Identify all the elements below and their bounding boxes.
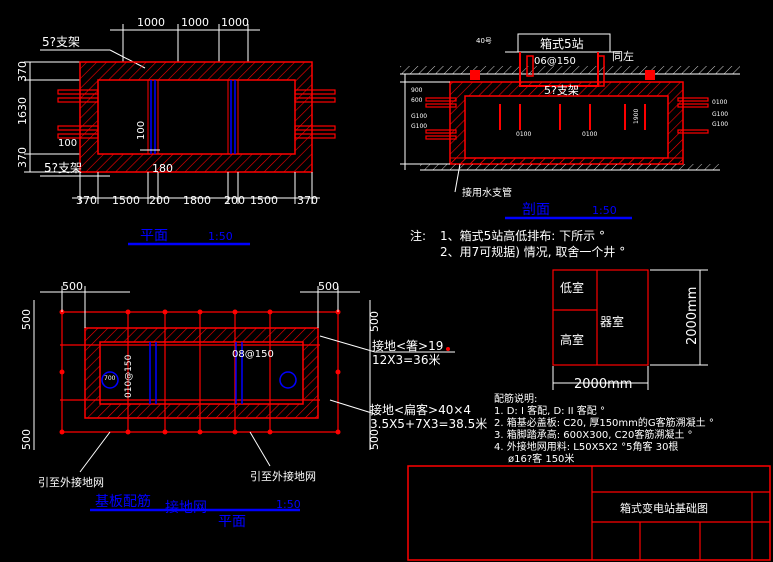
plan-left-dim-3: 370 [16,147,29,168]
materials-line2: 2. 箱基必盖板: C20, 厚150mm的G客筋溯凝土 ° [494,416,714,429]
section-inner-2: 0100 [582,131,597,138]
plan-left-dim-1: 370 [16,61,29,82]
base-dim-500-tl: 500 [62,280,83,293]
section-pipe-label: 06@150 [534,56,576,67]
section-inner-1: 0100 [516,131,531,138]
plan-left-dim-2: 1630 [16,97,29,125]
room-low: 低室 [560,280,584,295]
plan-bottom-dim-4: 1800 [183,194,211,207]
plan-wall-outline [79,61,313,173]
section-title: 剖面 [522,202,550,218]
section-left-2: 600 [411,97,423,104]
plan-top-dim-3: 1000 [221,16,249,29]
notes-line1: 1、箱式5站高低排布: 下所示 ° [440,228,605,243]
section-scale: 1:50 [592,204,617,217]
notes-label: 注: [410,228,426,243]
room-width: 2000mm [574,377,632,392]
base-scale: 1:50 [276,498,301,511]
section-right-2: G100 [712,111,728,118]
base-hole-left [101,371,119,389]
base-dim-500-tr: 500 [318,280,339,293]
base-dia: 700 [104,375,116,382]
section-box-label: 箱式5站 [540,36,584,51]
room-layout: 低室 高室 器室 2000mm 2000mm [552,269,708,392]
section-drain: 接用水支管 [462,186,512,199]
materials-line4: 4. 外接地网用料: L50X5X2 °5角客 30根 [494,440,678,453]
plan-top-dim-1: 1000 [137,16,165,29]
plan-title: 平面 [140,228,168,244]
plan-dim-180: 180 [152,162,173,175]
plan-bottom-dim-7: 370 [297,194,318,207]
section-bracket: 5?支架 [544,84,579,97]
plan-dim-100-b: 100 [58,138,77,149]
base-dim-500-lb: 500 [20,429,33,450]
plan-top-dim-2: 1000 [181,16,209,29]
base-dim-500-rb: 500 [368,429,381,450]
section-right-1: 0100 [712,99,727,106]
section-left-4: G100 [411,123,427,130]
room-transformer: 器室 [600,314,624,329]
base-ground2-b: 3.5X5+7X3=38.5米 [370,417,487,431]
plan-view: 1000 1000 1000 5?支架 370 1630 370 100 1 [16,16,336,246]
materials-notes: 配筋说明: 1. D: I 客配, D: II 客配 ° 2. 箱基必盖板: C… [494,392,714,465]
base-ground1-b: 12X3=36米 [372,353,440,367]
base-dim-500-lt: 500 [20,309,33,330]
section-top-small: 40号 [476,37,492,45]
plan-scale: 1:50 [208,230,233,243]
section-right-3: G100 [712,121,728,128]
base-ground1-a: 接地<箸>19 [372,338,443,353]
room-height: 2000mm [685,287,700,345]
plan-bottom-dim-3: 200 [149,194,170,207]
plan-bottom-dim-1: 370 [76,194,97,207]
base-ground2-a: 接地<扁客>40×4 [370,402,471,417]
base-rebar-side: 010@150 [124,354,134,398]
materials-line5: ø16?客 150米 [508,452,574,465]
base-title1: 基板配筋 [95,493,151,510]
section-same-left: 同左 [612,50,634,63]
base-rebar: 08@150 [232,349,274,360]
base-title2: 接地网 [165,499,207,516]
section-left-3: G100 [411,113,427,120]
room-high: 高室 [560,332,584,347]
title-block: 箱式变电站基础图 [407,465,771,561]
notes-line2: 2、用7可规据) 情况, 取舍一个井 ° [440,244,625,259]
base-lead-left: 引至外接地网 [38,475,104,489]
section-inner-3: 1900 [633,109,640,124]
plan-bottom-dim-5: 200 [224,194,245,207]
ground-nodes [59,309,341,435]
base-plan: 700 08@150 010@150 500 500 500 500 500 5… [20,280,487,530]
plan-bottom-dim-2: 1500 [112,194,140,207]
base-lead-right: 引至外接地网 [250,469,316,483]
plan-bracket-top: 5?支架 [42,35,80,49]
plan-dim-100-a: 100 [136,121,147,140]
materials-title: 配筋说明: [494,392,537,405]
base-dim-500-rt: 500 [368,311,381,332]
drawing-name: 箱式变电站基础图 [620,501,708,515]
materials-line3: 3. 箱脚踏承高: 600X300, C20客筋溯凝土 ° [494,428,693,441]
base-title3: 平面 [218,514,246,530]
section-view: 箱式5站 40号 06@150 同左 [400,33,740,220]
notes: 注: 1、箱式5站高低排布: 下所示 ° 2、用7可规据) 情况, 取舍一个井 … [410,228,625,259]
materials-line1: 1. D: I 客配, D: II 客配 ° [494,404,605,417]
section-left-1: 900 [411,87,423,94]
plan-bracket-bottom: 5?支架 [44,161,82,175]
base-hole-right [279,371,297,389]
plan-bottom-dim-6: 1500 [250,194,278,207]
